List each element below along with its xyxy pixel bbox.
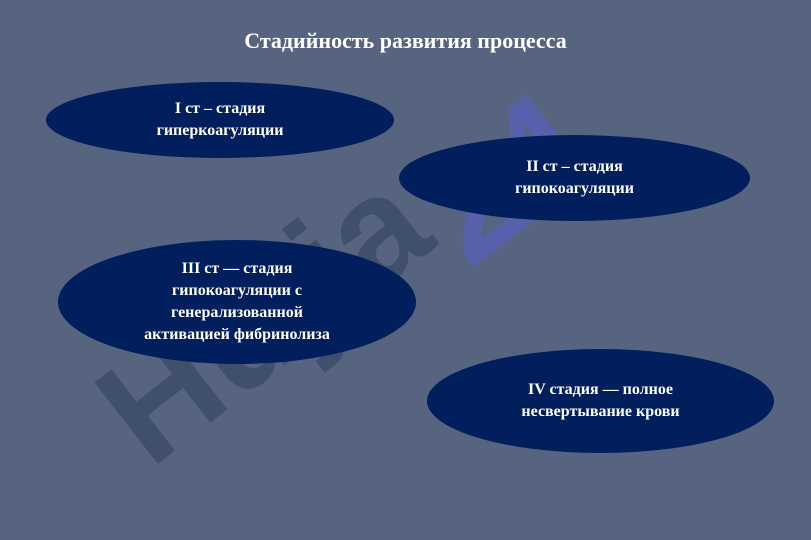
stage-4-label: IV стадия — полное несвертывание крови [521, 381, 680, 420]
stage-3-ellipse: III ст — стадия гипокоагуляции с генерал… [58, 240, 416, 364]
diagram-title: Стадийность развития процесса [244, 28, 567, 53]
stage-1-ellipse: I ст – стадия гиперкоагуляции [46, 82, 394, 158]
stage-3-label: III ст — стадия гипокоагуляции с генерал… [144, 260, 330, 343]
stage-2-ellipse: II ст – стадия гипокоагуляции [399, 135, 750, 221]
stage-4-ellipse: IV стадия — полное несвертывание крови [427, 349, 774, 453]
stage-1-label: I ст – стадия гиперкоагуляции [156, 100, 284, 139]
stage-2-label: II ст – стадия гипокоагуляции [515, 158, 634, 197]
